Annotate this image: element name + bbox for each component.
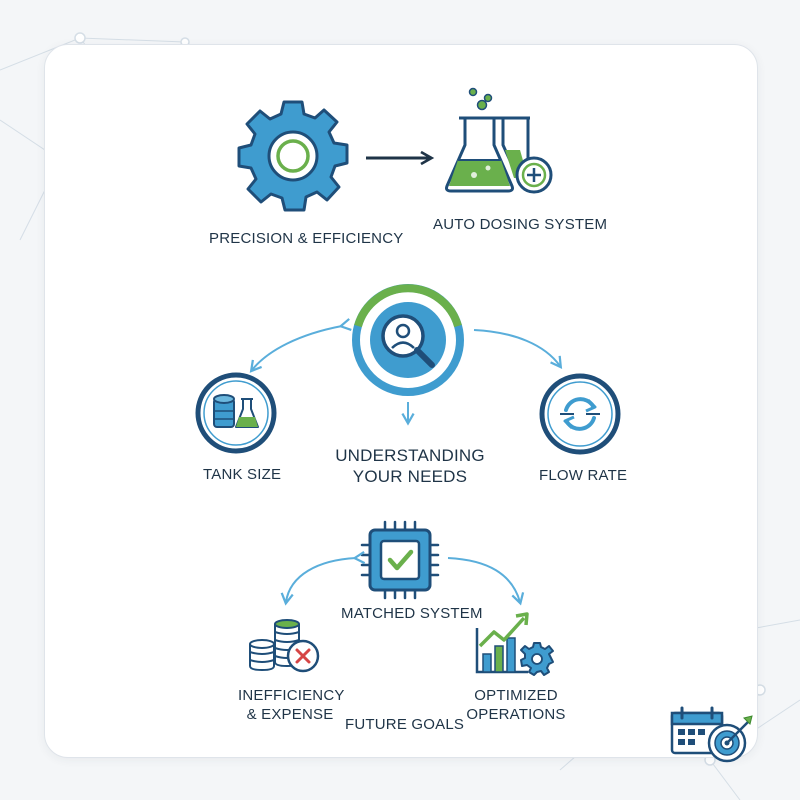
precision-efficiency-label: PRECISION & EFFICIENCY [209,230,404,247]
arrow-to-inefficiency [280,551,366,606]
flow-rate-label: FLOW RATE [539,467,628,484]
inefficiency-line-2: & EXPENSE [246,706,334,723]
inefficiency-line-1: INEFFICIENCY [238,687,345,704]
chip-check-icon [360,520,440,600]
understanding-needs-label: UNDERSTANDING YOUR NEEDS [330,445,490,487]
understanding-line-1: UNDERSTANDING [335,446,485,465]
arrow-to-optimized [447,557,525,606]
content-card [44,44,758,758]
tank-size-label: TANK SIZE [203,466,282,483]
inefficiency-expense-label: INEFFICIENCY & EXPENSE [238,686,345,724]
optimized-operations-label: OPTIMIZED OPERATIONS [466,686,566,724]
future-goals-label: FUTURE GOALS [345,716,465,733]
optimized-line-2: OPERATIONS [466,706,566,723]
growth-chart-gear-icon [475,612,554,676]
understanding-line-2: YOUR NEEDS [352,467,468,486]
arrow-to-flow-rate [473,329,563,369]
auto-dosing-system-label: AUTO DOSING SYSTEM [433,216,608,233]
calendar-target-icon [670,706,753,763]
coins-x-icon [249,619,320,673]
matched-system-label: MATCHED SYSTEM [341,605,483,622]
flow-arrows-icon [539,373,621,455]
optimized-line-1: OPTIMIZED [474,687,558,704]
search-person-icon [352,284,464,396]
tank-flask-icon [195,372,277,454]
lab-flasks-icon [445,87,553,194]
gear-icon [237,100,349,212]
arrow-to-tank-size [249,318,352,373]
